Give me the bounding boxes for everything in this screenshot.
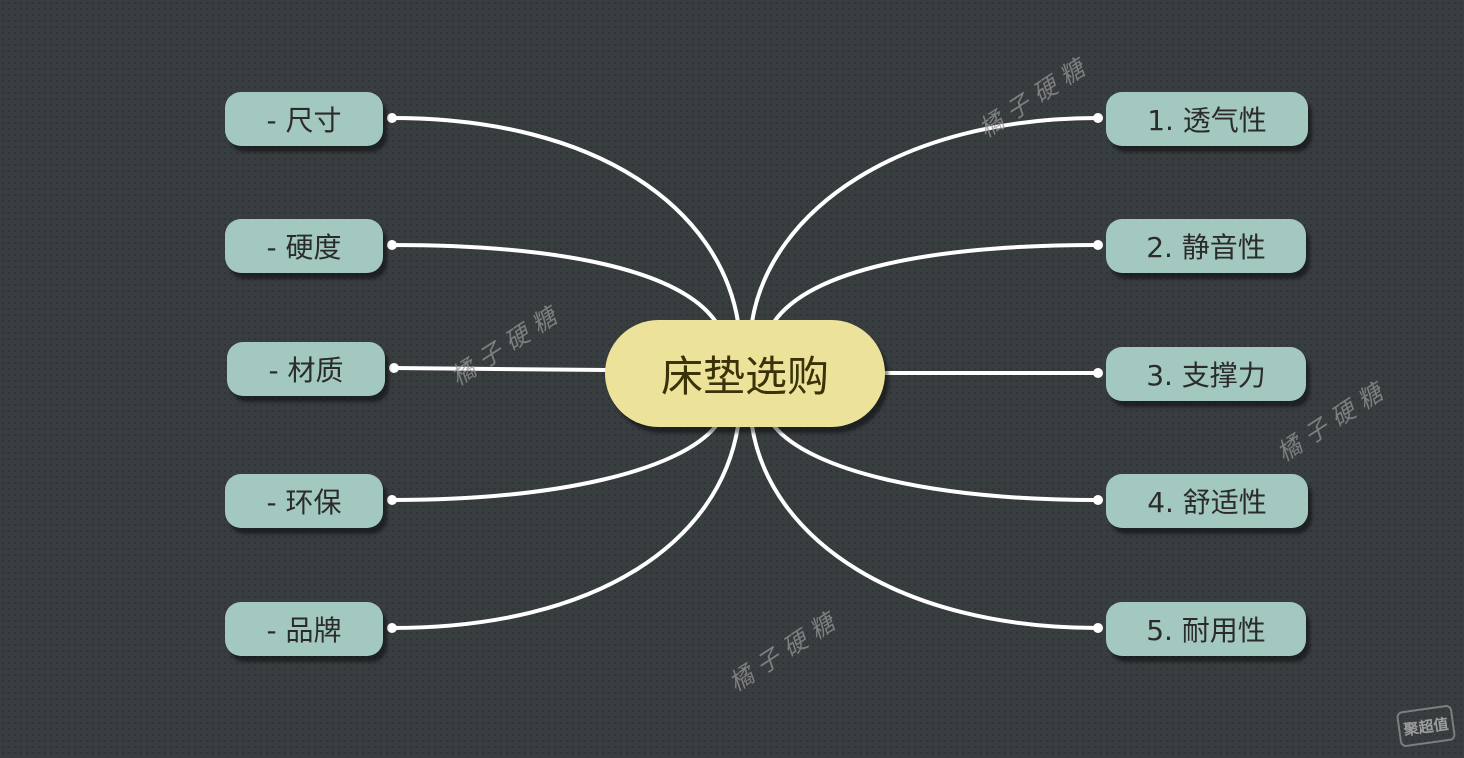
edge-dot bbox=[387, 495, 397, 505]
node-breathability[interactable]: 1. 透气性 bbox=[1106, 92, 1308, 146]
node-comfort[interactable]: 4. 舒适性 bbox=[1106, 474, 1308, 528]
node-quietness[interactable]: 2. 静音性 bbox=[1106, 219, 1306, 273]
node-brand[interactable]: - 品牌 bbox=[225, 602, 383, 656]
central-topic[interactable]: 床垫选购 bbox=[605, 320, 885, 427]
edge-right-1 bbox=[750, 116, 1099, 323]
node-firmness[interactable]: - 硬度 bbox=[225, 219, 383, 273]
edge-left-4 bbox=[391, 424, 718, 502]
node-size[interactable]: - 尺寸 bbox=[225, 92, 383, 146]
edge-right-2 bbox=[772, 243, 1099, 324]
edge-dot bbox=[1093, 623, 1103, 633]
edge-dot bbox=[1093, 240, 1103, 250]
edge-left-2 bbox=[391, 243, 718, 324]
edge-dot bbox=[387, 623, 397, 633]
edge-right-5 bbox=[750, 425, 1099, 630]
edge-dot bbox=[387, 240, 397, 250]
edge-dot bbox=[389, 363, 399, 373]
node-eco[interactable]: - 环保 bbox=[225, 474, 383, 528]
node-material[interactable]: - 材质 bbox=[227, 342, 385, 396]
edge-dot bbox=[1093, 113, 1103, 123]
node-durability[interactable]: 5. 耐用性 bbox=[1106, 602, 1306, 656]
edge-left-5 bbox=[391, 425, 740, 630]
site-badge-logo: 聚超值 bbox=[1395, 704, 1457, 748]
edge-dot bbox=[387, 113, 397, 123]
node-support[interactable]: 3. 支撑力 bbox=[1106, 347, 1306, 401]
edge-left-3 bbox=[393, 366, 608, 372]
edge-dot bbox=[1093, 495, 1103, 505]
edge-right-4 bbox=[772, 424, 1099, 502]
edge-dot bbox=[1093, 368, 1103, 378]
edge-left-1 bbox=[391, 116, 740, 323]
